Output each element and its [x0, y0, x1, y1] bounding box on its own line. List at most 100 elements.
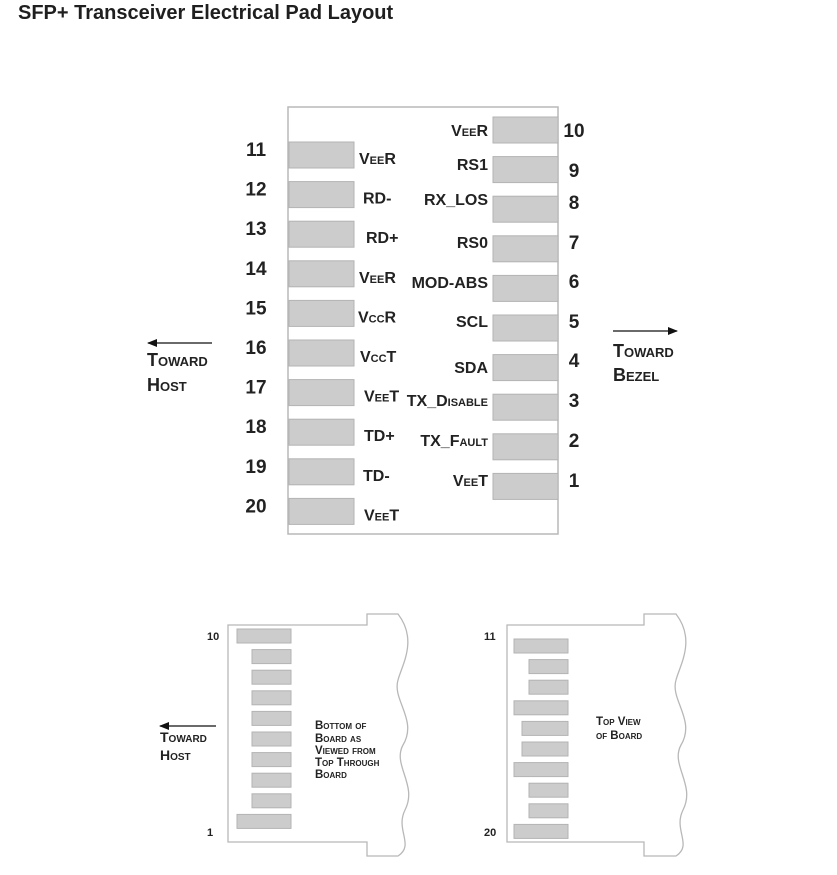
pad — [288, 379, 355, 407]
signal-label: TX_Disable — [407, 393, 488, 410]
signal-label: VeeT — [453, 473, 488, 490]
pin-number: 14 — [245, 259, 267, 280]
signal-label: RX_LOS — [424, 192, 488, 209]
signal-label: RS1 — [457, 157, 488, 174]
top-view-pin-11: 11 — [484, 631, 496, 643]
bottom-view-pin-1: 1 — [207, 827, 213, 839]
pad — [492, 314, 559, 342]
toward-host-line2: Host — [160, 747, 191, 763]
board-pad — [513, 638, 569, 654]
pin-number: 9 — [569, 161, 580, 182]
pad-pin-3: 3 TX_Disable — [407, 391, 580, 421]
signal-label: MOD-ABS — [412, 275, 489, 292]
bottom-toward-host-indicator: Toward Host — [159, 722, 216, 763]
board-pad — [251, 731, 292, 747]
pin-number: 2 — [569, 431, 580, 452]
pad — [492, 433, 559, 461]
toward-host-indicator: Toward Host — [147, 339, 212, 395]
signal-label: VccR — [358, 309, 397, 326]
pad — [492, 354, 559, 382]
pad-pin-8: 8 RX_LOS — [424, 192, 580, 223]
pad-pin-6: 6 MOD-ABS — [412, 272, 580, 302]
pad — [492, 274, 559, 302]
pin-number: 15 — [245, 298, 267, 319]
pad — [288, 497, 355, 525]
pin-number: 1 — [569, 471, 580, 492]
caption-line: Top View — [596, 716, 641, 728]
pad — [288, 260, 355, 288]
board-pad — [251, 690, 292, 706]
board-pad — [528, 679, 569, 695]
top-view-caption: Top View of Board — [596, 716, 642, 742]
caption-line: Top Through — [315, 757, 380, 769]
toward-host-line1: Toward — [147, 350, 208, 370]
signal-label: RD- — [363, 191, 391, 208]
caption-line: Viewed from — [315, 745, 376, 757]
pad — [288, 220, 355, 248]
pin-number: 12 — [245, 180, 266, 201]
pin-number: 10 — [563, 121, 584, 142]
toward-bezel-line2: Bezel — [613, 365, 659, 385]
bottom-view-caption: Bottom of Board as Viewed from Top Throu… — [315, 720, 380, 781]
toward-host-line1: Toward — [160, 729, 207, 745]
bottom-view-pin-10: 10 — [207, 631, 219, 643]
pad — [288, 181, 355, 209]
pin-number: 6 — [569, 272, 580, 293]
pin-number: 5 — [569, 312, 580, 333]
board-pad — [251, 649, 292, 665]
board-pad — [251, 710, 292, 726]
bottom-view-pads — [236, 628, 292, 829]
signal-label: TX_Fault — [420, 433, 488, 450]
pad — [288, 141, 355, 169]
toward-bezel-indicator: Toward Bezel — [613, 327, 678, 385]
signal-label: VeeT — [364, 507, 399, 524]
top-view-pads — [513, 638, 569, 839]
signal-label: RD+ — [366, 230, 398, 247]
toward-host-line2: Host — [147, 375, 187, 395]
pad — [288, 339, 355, 367]
signal-label: VeeT — [364, 389, 399, 406]
signal-label: VeeR — [359, 151, 396, 168]
pin-number: 17 — [245, 378, 266, 399]
board-pad — [521, 741, 569, 757]
pad-pin-1: 1 VeeT — [453, 471, 580, 500]
signal-label: VeeR — [451, 123, 488, 140]
caption-line: Bottom of — [315, 720, 366, 732]
pad-pin-10: 10 VeeR — [451, 116, 585, 144]
signal-label: SCL — [456, 314, 488, 331]
caption-line: of Board — [596, 730, 642, 742]
toward-bezel-line1: Toward — [613, 341, 674, 361]
pad-pin-5: 5 SCL — [456, 312, 580, 342]
pin-number: 8 — [569, 193, 580, 214]
board-pad — [513, 700, 569, 716]
pad — [288, 418, 355, 446]
board-pad — [251, 669, 292, 685]
board-pad — [251, 772, 292, 788]
pin-number: 16 — [245, 338, 266, 359]
board-pad — [251, 752, 292, 768]
caption-line: Board as — [315, 733, 362, 745]
board-pad — [528, 803, 569, 819]
pad — [492, 472, 559, 500]
pad — [288, 299, 355, 327]
pad-pin-2: 2 TX_Fault — [420, 431, 580, 461]
signal-label: TD- — [363, 468, 390, 485]
pin-number: 7 — [569, 233, 580, 254]
pad — [492, 156, 559, 184]
pad — [492, 116, 559, 144]
pad — [492, 195, 559, 223]
pad — [288, 458, 355, 486]
board-pad — [513, 762, 569, 778]
pin-number: 3 — [569, 391, 580, 412]
top-view-pin-20: 20 — [484, 827, 496, 839]
signal-label: VccT — [360, 349, 397, 366]
pad-pin-9: 9 RS1 — [457, 156, 580, 184]
